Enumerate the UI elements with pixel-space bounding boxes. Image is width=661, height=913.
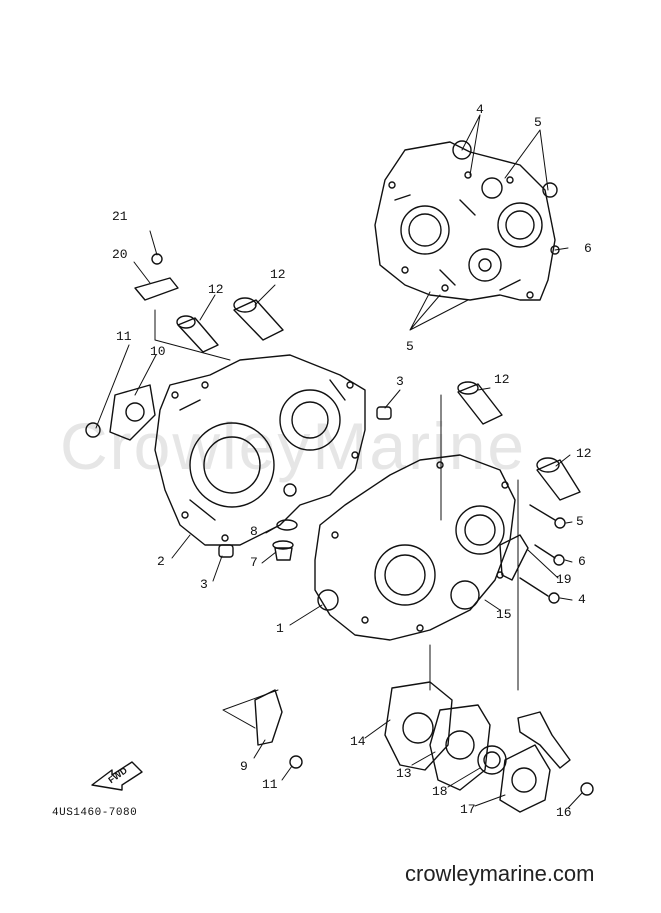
callout-14: 14: [350, 734, 366, 749]
gasket-14: [384, 681, 453, 771]
crankcase-bolts: [519, 504, 566, 604]
dowel-sleeves: [176, 297, 581, 501]
callout-4-top: 4: [476, 102, 484, 117]
dowel-upper: [376, 406, 392, 420]
bolt-11-upper: [85, 422, 101, 438]
callout-12-a: 12: [208, 282, 224, 297]
callout-12-d: 12: [576, 446, 592, 461]
callout-17: 17: [460, 802, 476, 817]
crankcase-inner-view: [374, 140, 560, 301]
callout-3-lower: 3: [200, 577, 208, 592]
callout-2: 2: [157, 554, 165, 569]
callout-13: 13: [396, 766, 412, 781]
guide-9: [254, 689, 283, 746]
cover-17: [499, 744, 551, 813]
right-crankcase-half: [314, 454, 516, 641]
callout-6-bolt: 6: [578, 554, 586, 569]
callout-21: 21: [112, 209, 128, 224]
screw-21: [151, 253, 163, 265]
bolt-16: [580, 782, 594, 796]
bolt-11-lower: [289, 755, 303, 769]
callout-9: 9: [240, 759, 248, 774]
bracket-19: [499, 534, 529, 581]
plug-gasket: [276, 519, 298, 531]
callout-6-top: 6: [584, 241, 592, 256]
retainer-plate: [109, 384, 156, 441]
callout-3-upper: 3: [396, 374, 404, 389]
callout-10: 10: [150, 344, 166, 359]
oil-seal-18: [477, 745, 507, 775]
callout-11-upper: 11: [116, 329, 132, 344]
callout-5-bottom: 5: [406, 339, 414, 354]
left-crankcase-half: [154, 354, 366, 546]
callout-15: 15: [496, 607, 512, 622]
dowel-lower: [218, 544, 234, 558]
callout-1: 1: [276, 621, 284, 636]
stopper-lever: [134, 277, 179, 301]
bearing-cover-13: [429, 704, 491, 791]
callout-20: 20: [112, 247, 128, 262]
callout-19: 19: [556, 572, 572, 587]
footer-site: crowleymarine.com: [405, 861, 595, 886]
callout-7: 7: [250, 555, 258, 570]
leader-lines: [95, 114, 583, 809]
callout-11-lower: 11: [262, 777, 278, 792]
callout-16: 16: [556, 805, 572, 820]
callout-12-b: 12: [270, 267, 286, 282]
callout-8: 8: [250, 524, 258, 539]
callout-5-bolt: 5: [576, 514, 584, 529]
drain-plug: [272, 540, 294, 561]
callout-18: 18: [432, 784, 448, 799]
bracket: [517, 711, 571, 769]
fwd-arrow-icon: [91, 761, 143, 791]
diagram-code: 4US1460-7080: [52, 807, 138, 819]
callout-5-top: 5: [534, 115, 542, 130]
callout-12-c: 12: [494, 372, 510, 387]
callout-4-bolt: 4: [578, 592, 586, 607]
